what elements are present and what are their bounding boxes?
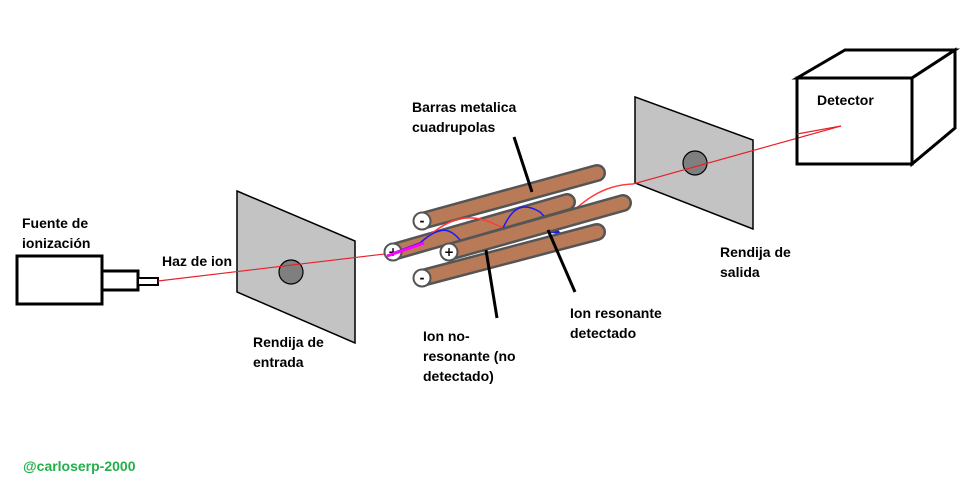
signature: @carloserp-2000 — [23, 458, 136, 474]
exit-slit — [634, 95, 754, 231]
ion-beam — [157, 252, 394, 282]
rod-sign: + — [444, 245, 454, 259]
quadrupole-rod: - — [412, 164, 606, 231]
rod-sign: - — [420, 271, 425, 285]
label-ion-beam: Haz de ion — [162, 253, 233, 269]
entrance-slit — [236, 189, 356, 345]
detector-box — [791, 47, 961, 168]
ion-beam-out — [632, 125, 842, 185]
rod-sign: - — [420, 214, 425, 228]
quadrupole-rod: - — [412, 223, 606, 288]
quadrupole-rod: + — [439, 194, 632, 262]
pointer-resonant — [546, 229, 577, 293]
pointer-non-resonant — [484, 249, 499, 319]
pointer-rods — [512, 136, 534, 193]
label-detector: Detector — [817, 92, 874, 108]
rod-sign: + — [388, 245, 398, 259]
ion-source — [15, 254, 159, 306]
